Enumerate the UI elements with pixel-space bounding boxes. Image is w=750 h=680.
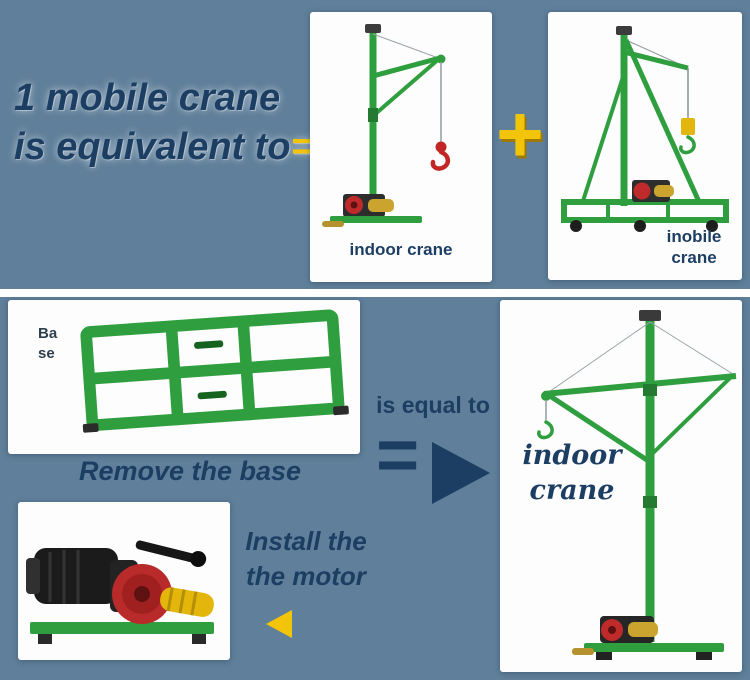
mobile-crane-illustration xyxy=(548,14,742,251)
equals-accent: = xyxy=(290,126,313,169)
indoor-crane-photo-panel: indoor crane xyxy=(310,12,492,282)
result-crane-caption-line1: indoor xyxy=(522,440,622,471)
mobile-crane-caption-line1: inobile xyxy=(666,226,722,246)
install-motor-caption: Install the the motor xyxy=(232,524,380,594)
mobile-crane-caption-line2: crane xyxy=(671,247,717,267)
indoor-crane-illustration xyxy=(310,16,492,253)
mobile-crane-caption: inobile crane xyxy=(658,226,730,269)
result-crane-caption-line2: crane xyxy=(529,475,615,507)
motor-photo-panel xyxy=(18,502,230,660)
headline-line1: 1 mobile crane xyxy=(14,77,281,119)
remove-base-caption: Remove the base xyxy=(78,456,302,486)
equals-icon: = xyxy=(376,413,420,496)
install-motor-caption-line1: Install the xyxy=(245,526,367,556)
headline: 1 mobile crane is equivalent to= xyxy=(14,74,314,173)
install-motor-caption-line2: the motor xyxy=(246,561,366,592)
is-equal-to-label: is equal to xyxy=(376,392,490,418)
motor-illustration xyxy=(18,502,230,665)
headline-line2-text: is equivalent to xyxy=(14,126,291,169)
base-label: Ba se xyxy=(38,324,57,363)
plus-icon: + xyxy=(496,89,544,180)
base-label-line2: se xyxy=(38,344,55,362)
mobile-crane-photo-panel: inobile crane xyxy=(548,12,742,280)
base-frame-illustration xyxy=(65,296,360,461)
indoor-crane-caption: indoor crane xyxy=(349,240,453,259)
result-crane-caption: indoor crane xyxy=(516,438,628,508)
result-crane-panel xyxy=(500,300,742,672)
arrow-left-icon xyxy=(266,610,292,638)
result-crane-illustration xyxy=(500,300,742,677)
base-photo-panel: Ba se xyxy=(8,300,360,454)
arrow-right-icon xyxy=(432,442,490,504)
base-label-line1: Ba xyxy=(38,325,58,342)
headline-line2: is equivalent to= xyxy=(14,123,314,172)
